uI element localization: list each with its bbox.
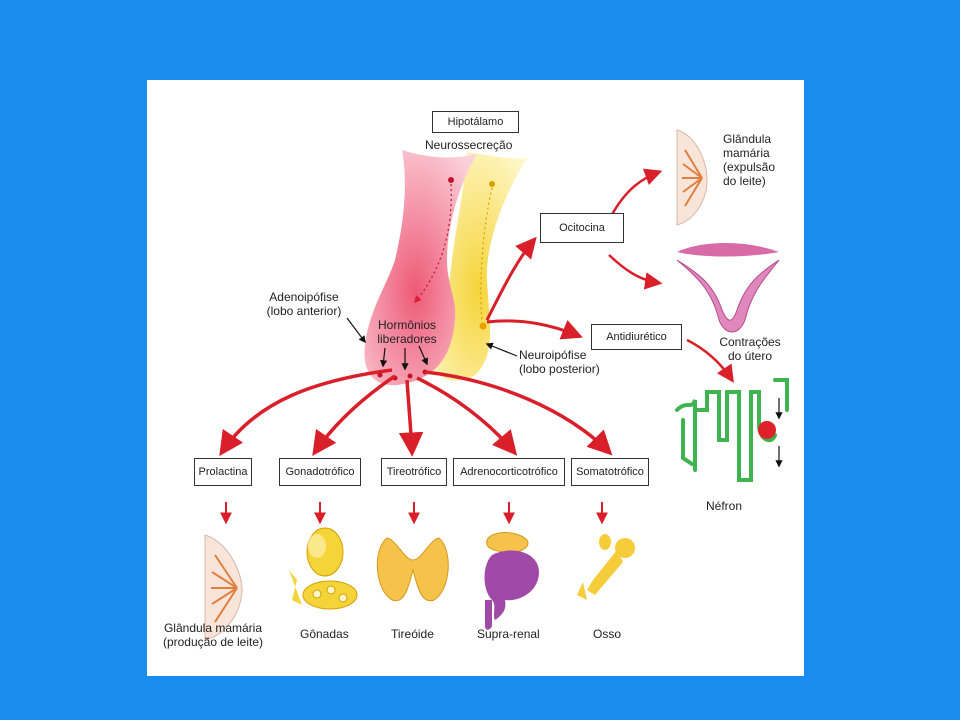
hormonios-label-line1: Hormônios <box>377 318 437 332</box>
arrow-to-nephron <box>686 338 734 383</box>
hormone-pointer-3 <box>418 345 428 366</box>
hormone-pointer-1 <box>380 347 388 368</box>
arrow-to-prolactina <box>219 368 393 457</box>
glandula-top-line2: mamária <box>723 146 770 160</box>
mammary-gland-top-icon <box>676 129 708 226</box>
hypophysis-diagram <box>204 129 789 641</box>
antidiuretico-box: Antidiurético <box>591 324 682 350</box>
neurossecrecao-label: Neurossecreção <box>425 138 513 152</box>
bone-icon <box>577 534 635 600</box>
arrow-to-adrenocorticotrofico <box>416 376 518 456</box>
contracoes-label: Contrações do útero <box>705 335 795 363</box>
dotted-path-yellow <box>480 187 493 321</box>
glomerulus-icon <box>758 421 776 439</box>
release-dot-1 <box>377 372 383 378</box>
ocitocina-box: Ocitocina <box>540 213 624 243</box>
arrow-to-ocitocina <box>485 236 537 321</box>
suprarenal-label: Supra-renal <box>477 627 540 641</box>
neuroipofise-label-line1: Neuroipófise <box>519 348 587 362</box>
osso-label: Osso <box>593 627 622 641</box>
hormonios-label-line2: liberadores <box>377 332 437 346</box>
neurosecretion-dot-1 <box>448 177 454 183</box>
prolactina-box: Prolactina <box>194 458 252 486</box>
glandula-bottom-line1: Glândula mamária <box>163 621 263 635</box>
release-dot-3 <box>407 373 413 379</box>
glandula-top-line4: do leite) <box>723 174 766 188</box>
arrow-to-tireotrofico <box>398 379 424 457</box>
hormonios-label: Hormônios liberadores <box>371 318 443 346</box>
adenoipofise-pointer <box>346 317 366 344</box>
gonadotrofico-box: Gonadotrófico <box>279 458 361 486</box>
somatotrofico-box: Somatotrófico <box>571 458 649 486</box>
glandula-bottom-label: Glândula mamária (produção de leite) <box>147 621 279 649</box>
adrenocorticotrofico-box: Adrenocorticotrófico <box>453 458 565 486</box>
gonads-icon <box>289 527 358 610</box>
glandula-bottom-line2: (produção de leite) <box>162 635 264 649</box>
uterus-icon <box>676 243 780 333</box>
neuroipofise-label: Neuroipófise (lobo posterior) <box>519 348 600 376</box>
hipotalamo-box: Hipotálamo <box>432 111 519 133</box>
tireoide-label: Tireóide <box>391 627 434 641</box>
arrow-to-somatotrofico <box>424 370 613 456</box>
contracoes-line2: do útero <box>727 349 773 363</box>
arrow-to-antidiuretico <box>486 319 583 340</box>
adenoipofise-label-line1: Adenoipófise <box>269 290 339 304</box>
neuroipofise-pointer <box>485 342 518 357</box>
glandula-top-line3: (expulsão <box>723 160 776 174</box>
neuroipofise-label-line2: (lobo posterior) <box>519 362 600 376</box>
adenohypophysis-shape <box>364 150 477 386</box>
glandula-top-line1: Glândula <box>723 132 772 146</box>
thyroid-icon <box>376 537 449 602</box>
neurohypophysis-dot <box>479 322 487 330</box>
dotted-path-pink <box>414 183 452 304</box>
contracoes-line1: Contrações <box>719 335 781 349</box>
diagram-panel: Hipotálamo Neurossecreção Adenoipófise (… <box>147 80 804 676</box>
adenoipofise-label-line2: (lobo anterior) <box>266 304 342 318</box>
nephron-icon <box>675 378 789 482</box>
neurosecretion-dot-2 <box>489 181 495 187</box>
nefron-label: Néfron <box>706 499 743 513</box>
arrow-to-uterus <box>608 254 663 290</box>
tireotrofico-box: Tireotrófico <box>381 458 447 486</box>
mammary-gland-bottom-icon <box>204 534 243 641</box>
glandula-mamaria-top-label: Glândula mamária (expulsão do leite) <box>723 132 775 188</box>
adrenal-kidney-icon <box>484 532 539 630</box>
arrow-to-gonadotrofico <box>312 374 396 457</box>
adenoipofise-label: Adenoipófise (lobo anterior) <box>257 290 351 318</box>
gonadas-label: Gônadas <box>300 627 349 641</box>
